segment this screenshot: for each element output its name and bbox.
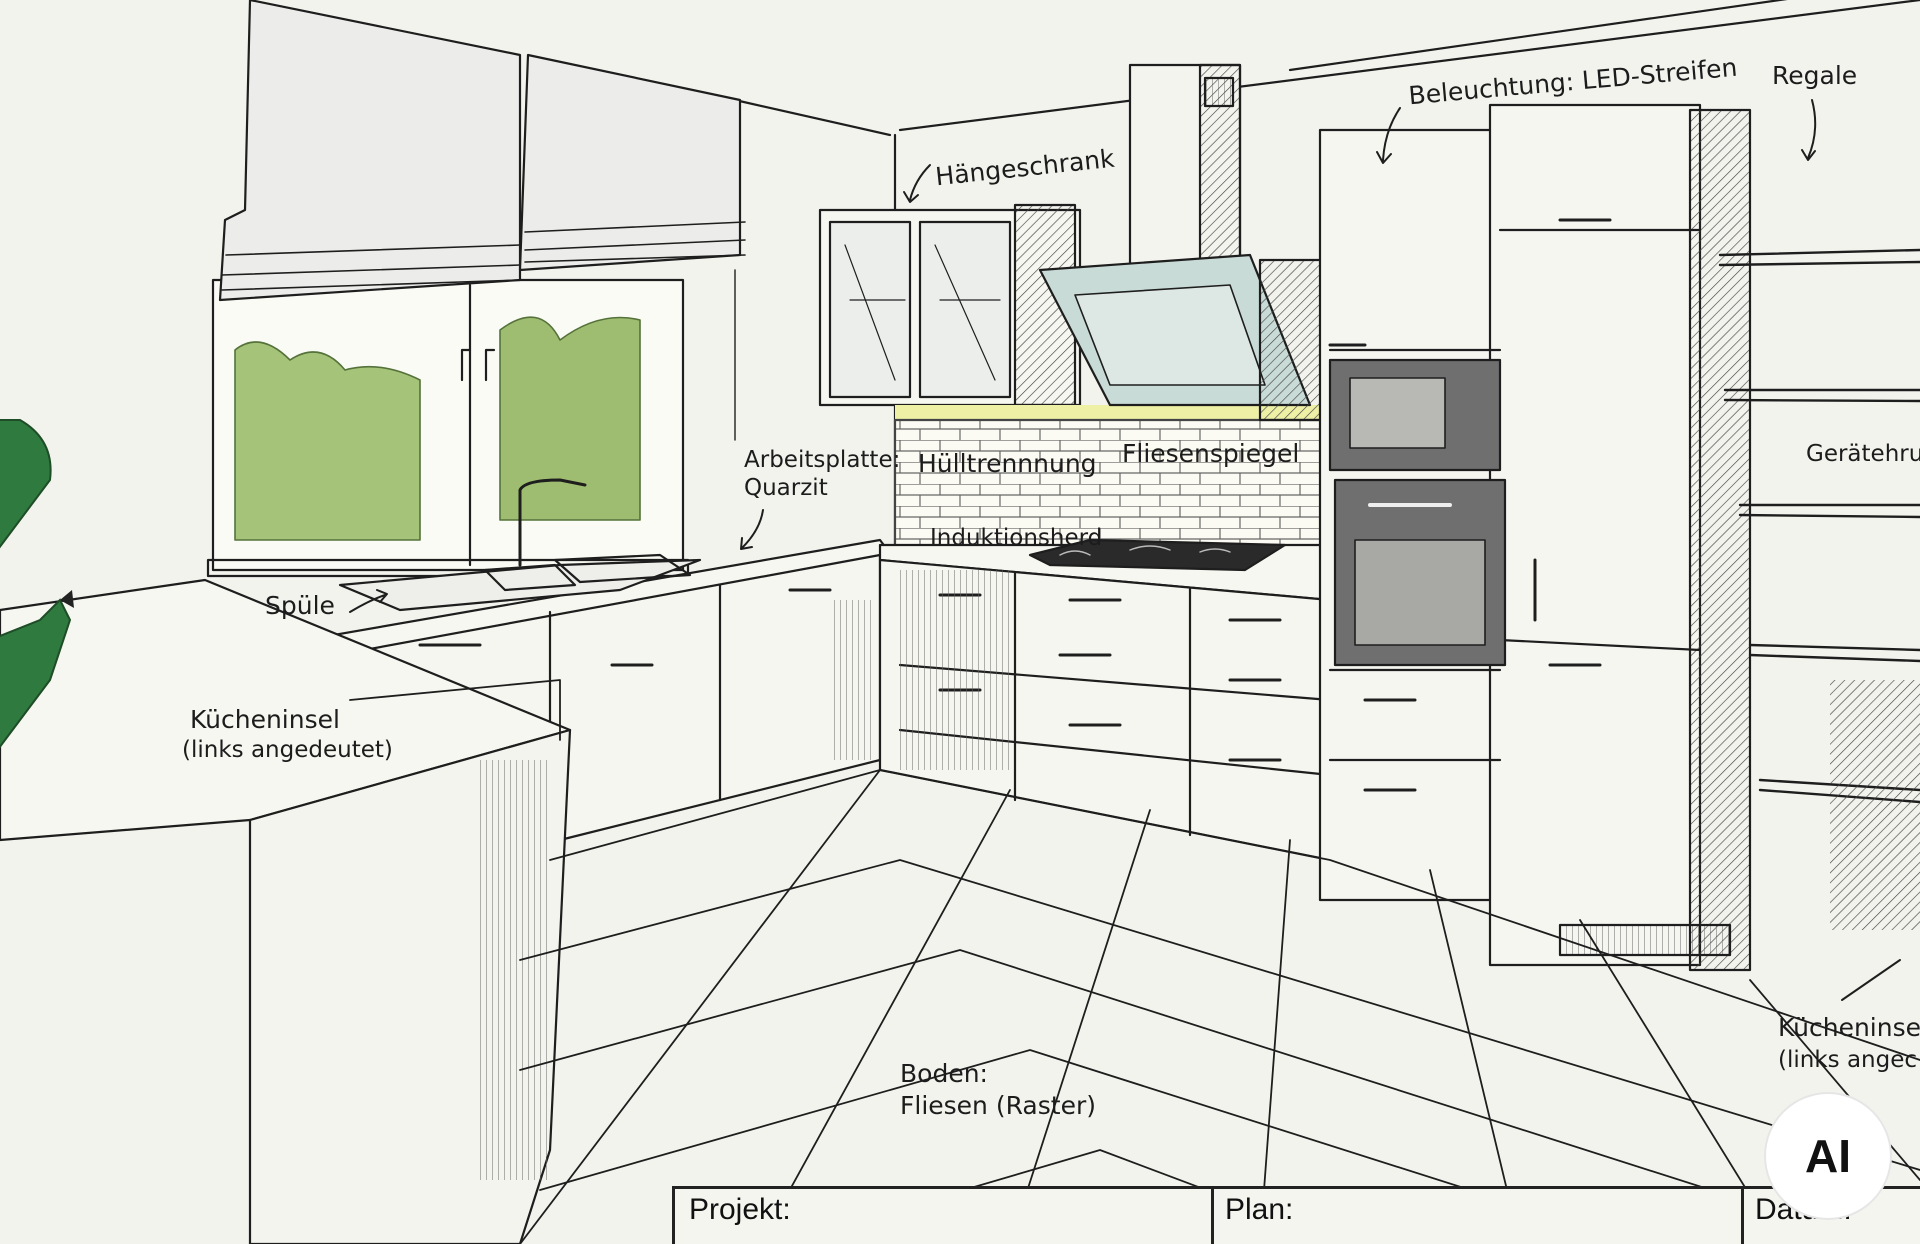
label-island-left-line1: Kücheninsel	[190, 705, 340, 734]
blind-right	[518, 53, 742, 272]
ceiling-line-left	[898, 0, 1920, 132]
title-block-plan-label: Plan:	[1225, 1193, 1294, 1226]
blind-left-folds	[221, 244, 521, 291]
hob-cabinet-left-hatch	[900, 570, 1010, 770]
wall-cabinet-door-left	[828, 220, 912, 399]
ceiling-line-right	[1288, 0, 1788, 72]
ai-badge: AI	[1766, 1094, 1890, 1218]
title-block-plan-cell: Plan:	[1211, 1189, 1744, 1244]
island-side-hatch	[480, 760, 550, 1180]
label-island-left-line2: (links angedeutet)	[182, 737, 393, 763]
tall-cabinet-right	[1488, 103, 1702, 967]
label-appliance-housing: Gerätehrui	[1806, 441, 1920, 467]
label-floor-line1: Boden:	[900, 1059, 988, 1088]
plinth-vent	[1558, 923, 1732, 957]
roman-blinds	[218, 0, 746, 441]
label-shelves: Regale	[1772, 61, 1858, 90]
blind-left	[218, 0, 522, 302]
sink-bowl-left	[483, 563, 577, 592]
label-splashback: Fliesenspiegel	[1122, 439, 1300, 468]
hood-vent-grille	[1203, 76, 1235, 108]
title-block-project-cell: Projekt:	[675, 1189, 1214, 1244]
label-island-right-line2: (links angec	[1778, 1047, 1918, 1073]
label-induction-hob: Induktionsherd	[930, 525, 1103, 551]
hood-side-hatch	[1258, 258, 1327, 422]
label-island-right-line1: Kücheninsel	[1778, 1013, 1920, 1042]
wall-edge-window	[733, 98, 892, 137]
window-foliage-right	[499, 316, 641, 521]
sink-bowl-right	[553, 553, 692, 584]
chimney-hood	[1038, 63, 1327, 422]
open-shelves	[1718, 248, 1920, 930]
induction-hob	[1028, 538, 1287, 572]
microwave-window	[1349, 377, 1446, 449]
title-block: Projekt: Plan: Datum:	[672, 1186, 1920, 1244]
ai-badge-text: AI	[1805, 1130, 1851, 1182]
faucet	[518, 478, 587, 567]
title-block-project-label: Projekt:	[689, 1193, 791, 1226]
label-floor-line2: Fliesen (Raster)	[900, 1091, 1096, 1120]
leader-arrows	[349, 99, 1901, 1001]
label-hull-separation: Hülltrennnung	[918, 449, 1097, 478]
label-worktop-line1: Arbeitsplatte:	[744, 447, 901, 473]
tall-appliance-cabinets	[1318, 103, 1752, 972]
label-worktop-line2: Quarzit	[744, 475, 828, 501]
hob-base-cabinets	[878, 558, 1332, 862]
kitchen-island	[0, 578, 572, 1244]
green-marker	[0, 419, 74, 749]
label-sink: Spüle	[265, 591, 335, 620]
blind-right-folds	[524, 221, 746, 263]
window-foliage-left	[234, 341, 421, 541]
window	[206, 278, 690, 578]
hob-counter	[878, 538, 1332, 602]
wall-cabinet-door-right	[918, 220, 1012, 399]
tall-cabinet-side-hatch	[1688, 108, 1752, 972]
splashback-tiles	[893, 418, 1327, 552]
island-drawer	[349, 679, 561, 741]
base-cabinet-side-hatch	[830, 600, 875, 760]
window-handle-left	[460, 348, 472, 382]
oven-window	[1354, 539, 1486, 646]
glass-wall-cabinet	[818, 203, 1082, 407]
window-handle-right	[484, 348, 496, 382]
